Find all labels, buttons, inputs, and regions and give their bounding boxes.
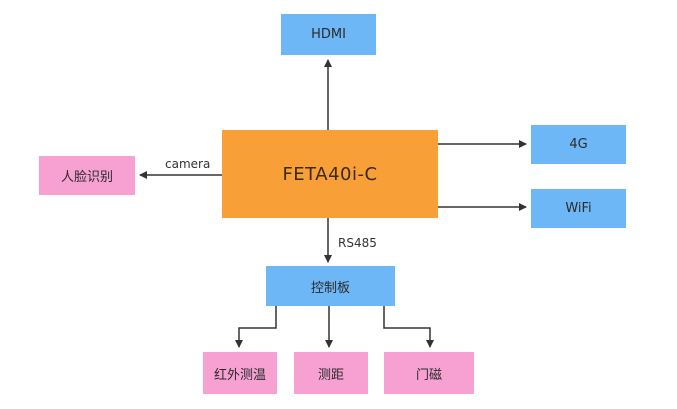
infrared-temp-node: 红外测温 — [203, 352, 277, 394]
4g-label: 4G — [569, 137, 588, 152]
door-sensor-label: 门磁 — [415, 367, 442, 383]
arrow-to-door — [383, 306, 434, 348]
4g-node: 4G — [531, 125, 626, 164]
infrared-temp-label: 红外测温 — [213, 367, 266, 383]
camera-edge-label: camera — [165, 157, 211, 171]
hdmi-label: HDMI — [311, 27, 346, 42]
control-board-node: 控制板 — [266, 266, 395, 306]
wifi-label: WiFi — [565, 201, 592, 216]
door-sensor-node: 门磁 — [384, 352, 474, 394]
distance-label: 测距 — [317, 367, 344, 383]
distance-node: 测距 — [294, 352, 368, 394]
wifi-node: WiFi — [531, 189, 626, 228]
main-board-label: FETA40i-C — [282, 163, 378, 185]
main-board-node: FETA40i-C — [222, 130, 438, 218]
face-recognition-node: 人脸识别 — [39, 156, 135, 195]
control-board-label: 控制板 — [310, 280, 350, 296]
hdmi-node: HDMI — [281, 14, 376, 55]
arrow-to-infrared — [235, 306, 277, 348]
face-recognition-label: 人脸识别 — [60, 170, 113, 185]
rs485-edge-label: RS485 — [338, 236, 377, 250]
